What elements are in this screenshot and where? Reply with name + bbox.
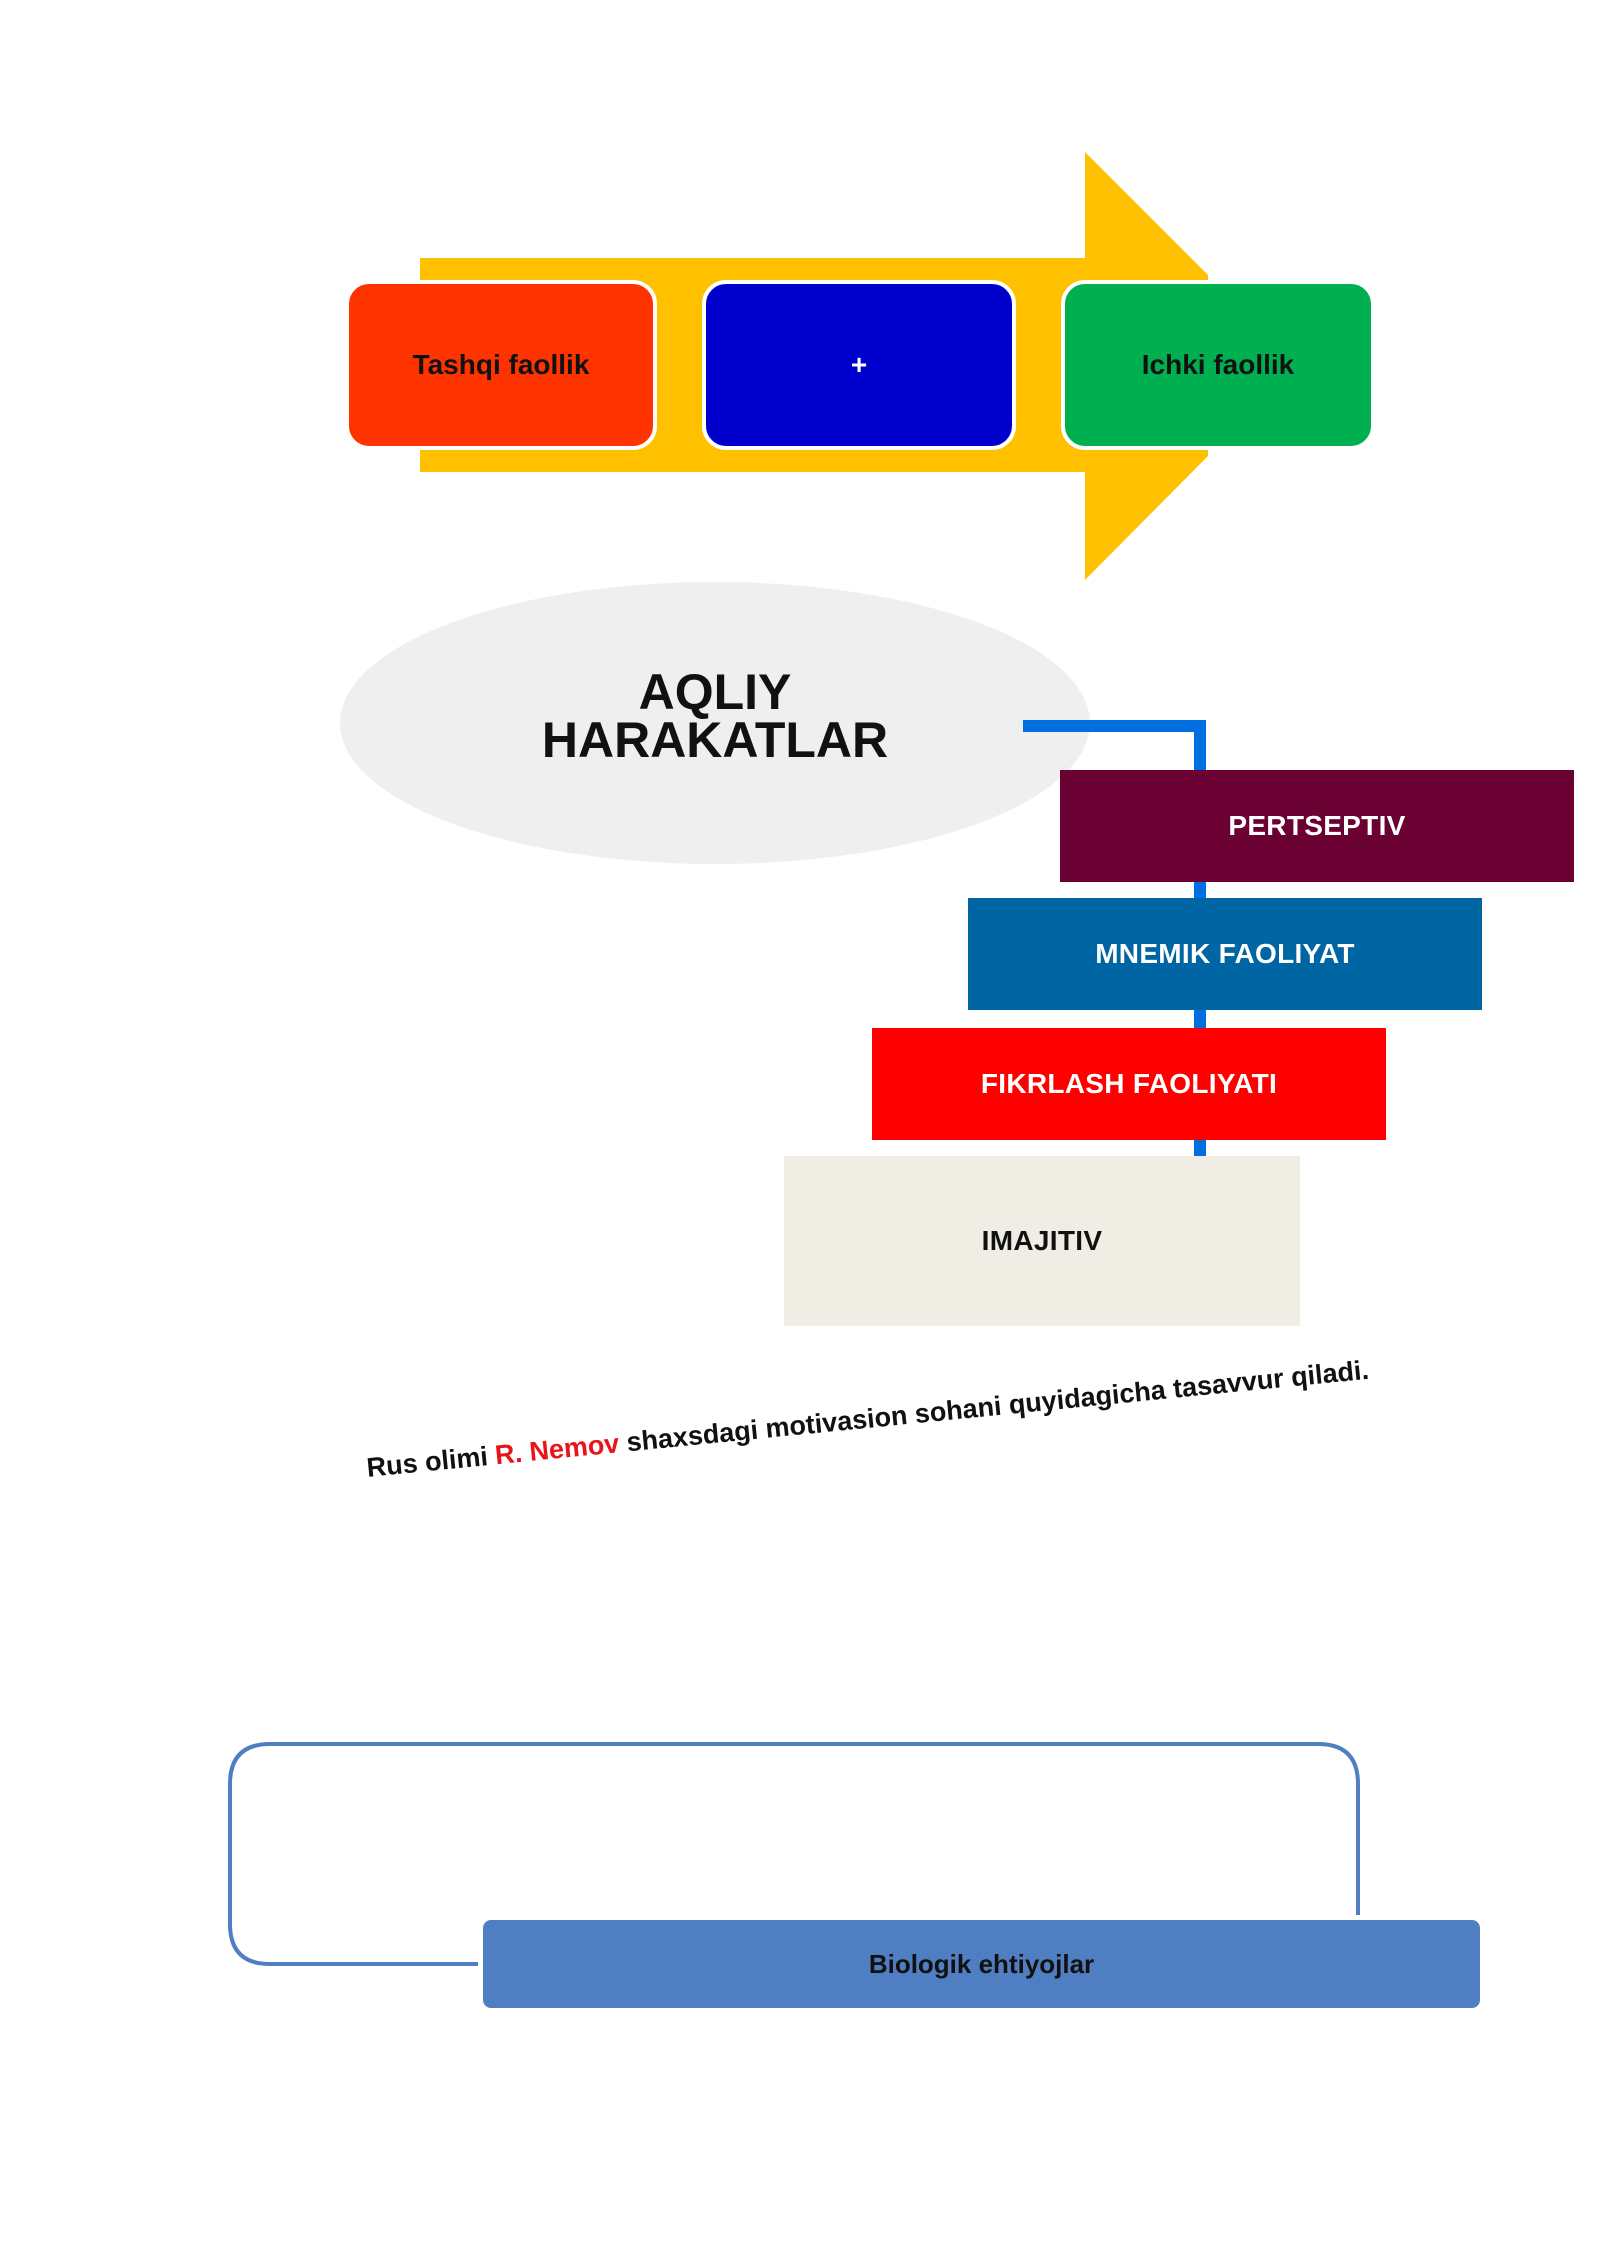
flow-box-internal-activity: Ichki faollik bbox=[1061, 280, 1375, 450]
stack-box-mnemik: MNEMIK FAOLIYAT bbox=[968, 898, 1482, 1010]
flow-box-internal-label: Ichki faollik bbox=[1141, 349, 1295, 380]
stack-box-imajitiv: IMAJITIV bbox=[784, 1156, 1300, 1326]
mental-actions-ellipse bbox=[340, 582, 1090, 864]
flow-box-external-activity: Tashqi faollik bbox=[345, 280, 657, 450]
flow-box-plus-label: + bbox=[850, 349, 868, 380]
mental-actions-title-line2: HARAKATLAR bbox=[541, 712, 889, 768]
stack-box-pertseptiv: PERTSEPTIV bbox=[1060, 770, 1574, 882]
stack-box-fikrlash: FIKRLASH FAOLIYATI bbox=[872, 1028, 1386, 1140]
stack-box-fikrlash-label: FIKRLASH FAOLIYATI bbox=[980, 1068, 1278, 1099]
motivation-bracket-path bbox=[228, 1742, 1360, 1966]
biological-needs-box: Biologik ehtiyojlar bbox=[483, 1920, 1480, 2008]
stack-box-imajitiv-label: IMAJITIV bbox=[981, 1225, 1103, 1256]
mental-actions-title: AQLIY HARAKATLAR bbox=[440, 664, 990, 768]
biological-needs-label: Biologik ehtiyojlar bbox=[868, 1948, 1095, 1979]
stack-box-mnemik-label: MNEMIK FAOLIYAT bbox=[1095, 938, 1355, 969]
connector-path bbox=[1023, 720, 1206, 1158]
flow-box-external-label: Tashqi faollik bbox=[412, 349, 590, 380]
stack-box-pertseptiv-label: PERTSEPTIV bbox=[1228, 810, 1406, 841]
mental-actions-title-line1: AQLIY bbox=[638, 664, 792, 720]
flow-box-plus: + bbox=[702, 280, 1016, 450]
